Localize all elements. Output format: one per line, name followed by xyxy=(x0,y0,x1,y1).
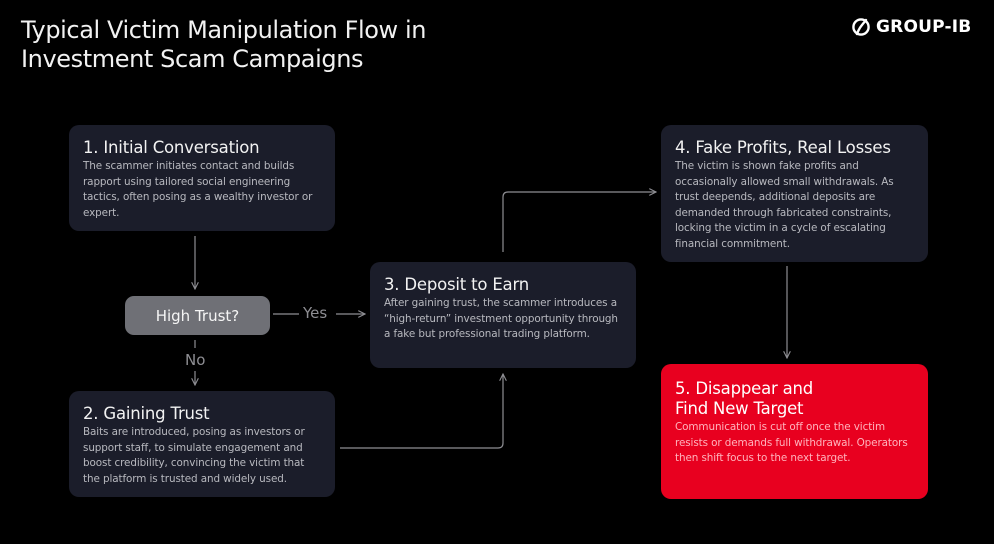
group-ib-logo: GROUP-IB xyxy=(851,17,971,37)
step-5-body: Communication is cut off once the victim… xyxy=(675,421,908,465)
arrow-step2-to-step3 xyxy=(340,374,503,449)
group-ib-logo-icon xyxy=(852,18,870,36)
step-3-title: 3. Deposit to Earn xyxy=(384,275,530,294)
step-2-gaining-trust: 2. Gaining Trust Baits are introduced, p… xyxy=(69,391,335,497)
page-title: Typical Victim Manipulation Flow in Inve… xyxy=(21,16,426,74)
arrow-step3-to-step4 xyxy=(502,192,656,252)
step-1-initial-conversation: 1. Initial Conversation The scammer init… xyxy=(69,125,335,231)
step-4-body: The victim is shown fake profits and occ… xyxy=(675,160,894,250)
logo-text: GROUP-IB xyxy=(876,17,972,37)
decision-label: High Trust? xyxy=(155,306,240,325)
step-4-fake-profits: 4. Fake Profits, Real Losses The victim … xyxy=(661,125,928,262)
no-label: No xyxy=(185,351,206,369)
step-5-disappear: 5. Disappear and Find New Target Communi… xyxy=(661,364,928,499)
step-1-title: 1. Initial Conversation xyxy=(83,138,260,157)
decision-high-trust: High Trust? xyxy=(125,296,270,335)
step-5-title: 5. Disappear and Find New Target xyxy=(675,379,914,419)
step-3-deposit-to-earn: 3. Deposit to Earn After gaining trust, … xyxy=(370,262,636,368)
step-2-body: Baits are introduced, posing as investor… xyxy=(83,426,305,485)
step-5-title-line-1: 5. Disappear and xyxy=(675,379,814,398)
title-line-2: Investment Scam Campaigns xyxy=(21,45,364,73)
title-line-1: Typical Victim Manipulation Flow in xyxy=(21,16,427,44)
step-1-body: The scammer initiates contact and builds… xyxy=(83,160,313,219)
step-2-title: 2. Gaining Trust xyxy=(83,404,210,423)
step-5-title-line-2: Find New Target xyxy=(675,399,804,418)
yes-label: Yes xyxy=(303,304,328,322)
step-4-title: 4. Fake Profits, Real Losses xyxy=(675,138,891,157)
step-3-body: After gaining trust, the scammer introdu… xyxy=(384,297,618,341)
